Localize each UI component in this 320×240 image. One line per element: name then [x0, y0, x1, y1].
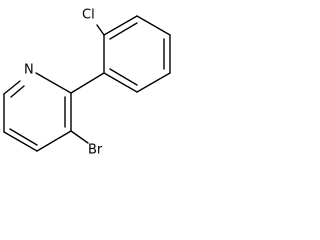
double-bond-c4-c5-inner [9, 128, 38, 146]
bond-c4-c5 [3, 131, 38, 152]
bond-c3-br [70, 130, 89, 144]
chlorophenyl-ring [70, 15, 171, 94]
atom-label-nitrogen: N [24, 63, 34, 78]
double-bond-n1-c6-inner [10, 85, 25, 98]
bond-ring-link [70, 72, 105, 94]
pyridine-ring [3, 72, 72, 152]
double-bond-p6-p1-inner [109, 68, 138, 86]
double-bond-p2-p3-inner [109, 22, 138, 40]
chemical-structure-diagram: N Cl Br [3, 8, 171, 158]
bond-p6-p1 [103, 72, 138, 93]
bond-p2-cl [96, 24, 105, 36]
bond-p3-p4 [136, 15, 171, 36]
bond-n1-c2 [35, 72, 72, 94]
bond-p2-p3 [103, 15, 138, 36]
bond-c6-n1 [3, 80, 21, 95]
atom-label-bromine: Br [88, 143, 103, 158]
atom-label-chlorine: Cl [82, 8, 95, 23]
bond-c3-c4 [36, 130, 72, 152]
bond-p5-p6 [136, 72, 171, 93]
